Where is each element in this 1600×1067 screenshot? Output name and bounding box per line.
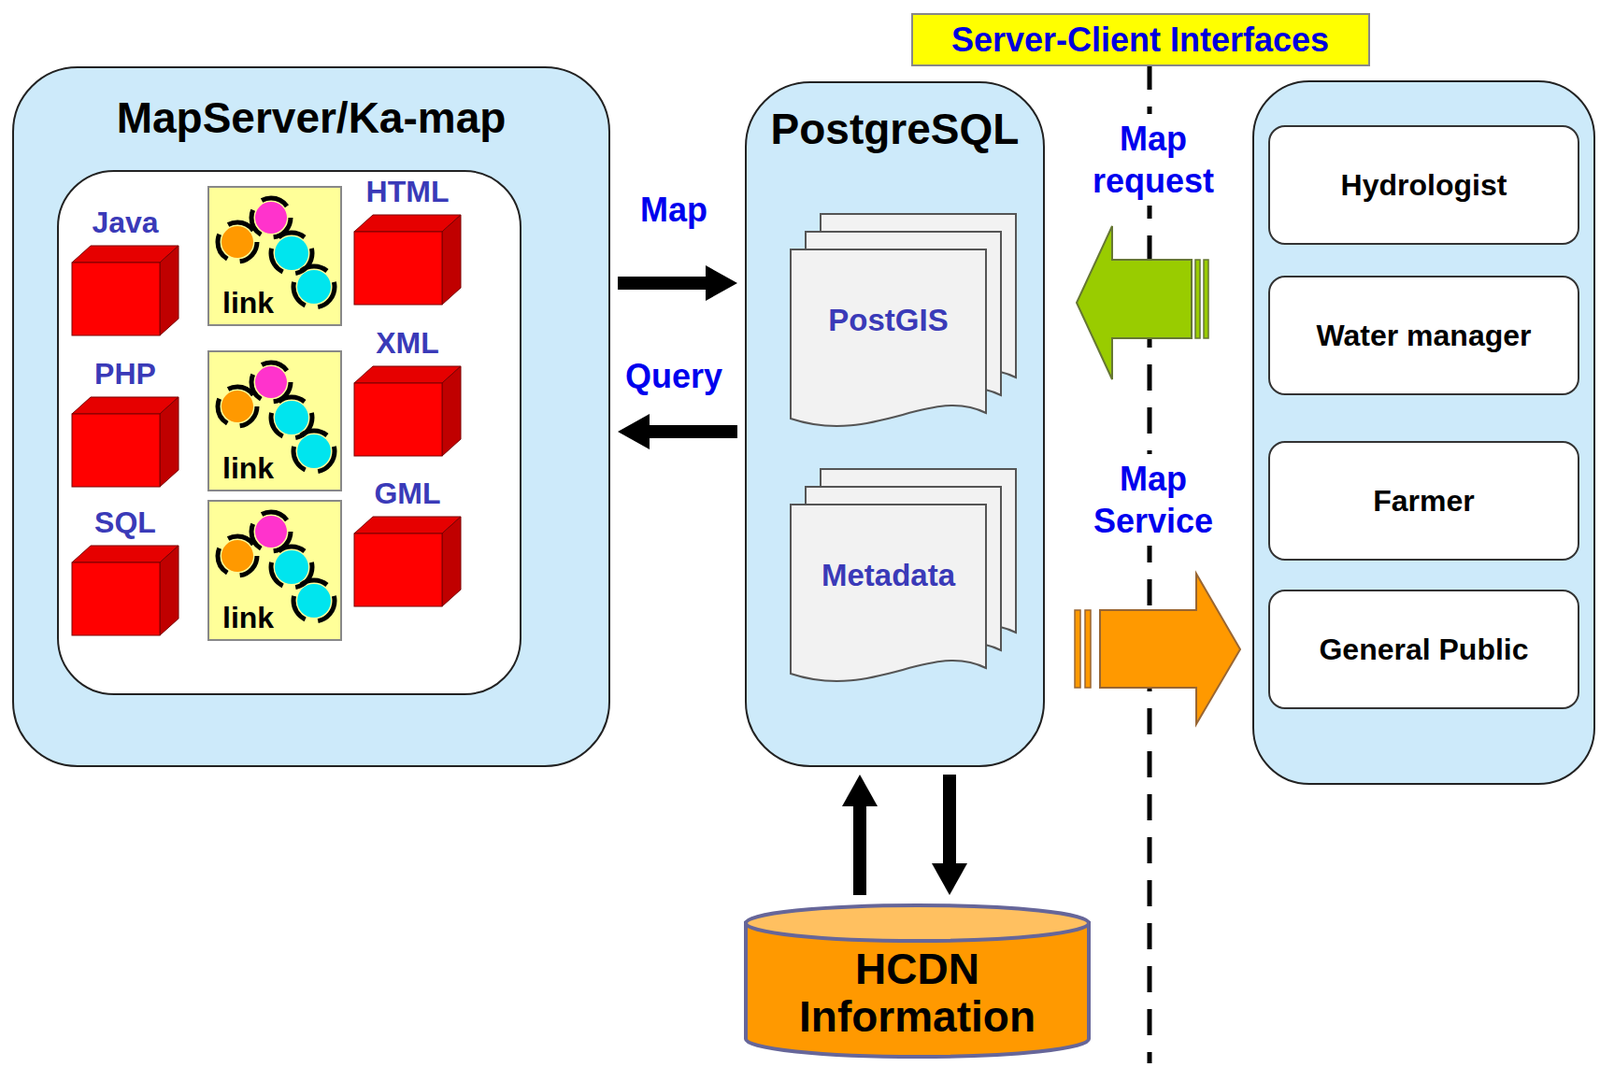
cube-figure [71,396,180,488]
node-label: Metadata [790,557,986,594]
request-arrow [1076,226,1209,380]
service-arrow [1074,573,1241,725]
node-label: link [222,600,274,636]
database-cylinder: HCDN Information [742,902,1092,1060]
node-label: HTML [353,174,462,210]
panel-title: MapServer/Ka-map [14,92,609,143]
node-label: Farmer [1372,484,1475,519]
format-cube: XML [353,326,467,458]
interface-title: Server-Client Interfaces [911,13,1371,67]
user-role-box: Farmer [1268,441,1580,561]
flow-label: Map Service [1071,454,1236,546]
cube-figure [71,544,180,637]
format-cube: HTML [353,174,467,306]
cube-figure [353,214,462,306]
node-label: XML [353,326,462,361]
link-box: link [207,500,343,642]
cube-figure [353,515,462,608]
user-role-box: Water manager [1268,275,1580,396]
document-stack: PostGIS [790,214,1016,440]
flow-arrow [853,795,867,896]
format-cube: GML [353,476,467,608]
user-role-box: General Public [1268,589,1580,710]
cube-figure [353,365,462,458]
flow-arrow [617,276,717,290]
node-label: General Public [1318,632,1529,668]
document-stack: Metadata [790,469,1016,695]
node-label: HCDN Information [771,945,1064,1041]
flow-label: Map request [1071,114,1236,206]
user-panel [1253,81,1595,785]
user-role-box: Hydrologist [1268,125,1580,245]
edge-label: Query [599,357,749,397]
link-box: link [207,185,343,327]
node-label: PHP [71,357,180,392]
system-panel: MapServer/Ka-mapJavalinkHTMLPHPlinkXMLSQ… [12,66,611,768]
system-panel: PostgreSQL PostGIS Metadata [744,81,1045,768]
interface-divider [1147,63,1153,1064]
panel-title: PostgreSQL [746,103,1043,155]
node-label: PostGIS [790,302,986,339]
node-label: link [222,451,274,486]
node-label: Water manager [1316,318,1532,354]
node-label: SQL [71,505,180,541]
flow-arrow [638,425,738,439]
node-label: GML [353,476,462,512]
edge-label: Map [599,190,749,230]
node-label: Java [71,205,180,241]
flow-arrow [942,774,957,875]
format-cube: PHP [71,357,185,488]
node-label: link [222,285,274,321]
format-cube: Java [71,205,185,337]
format-cube: SQL [71,505,185,637]
link-box: link [207,350,343,492]
node-label: Hydrologist [1341,168,1508,203]
cube-figure [71,244,180,337]
inner-panel-box [57,171,521,695]
